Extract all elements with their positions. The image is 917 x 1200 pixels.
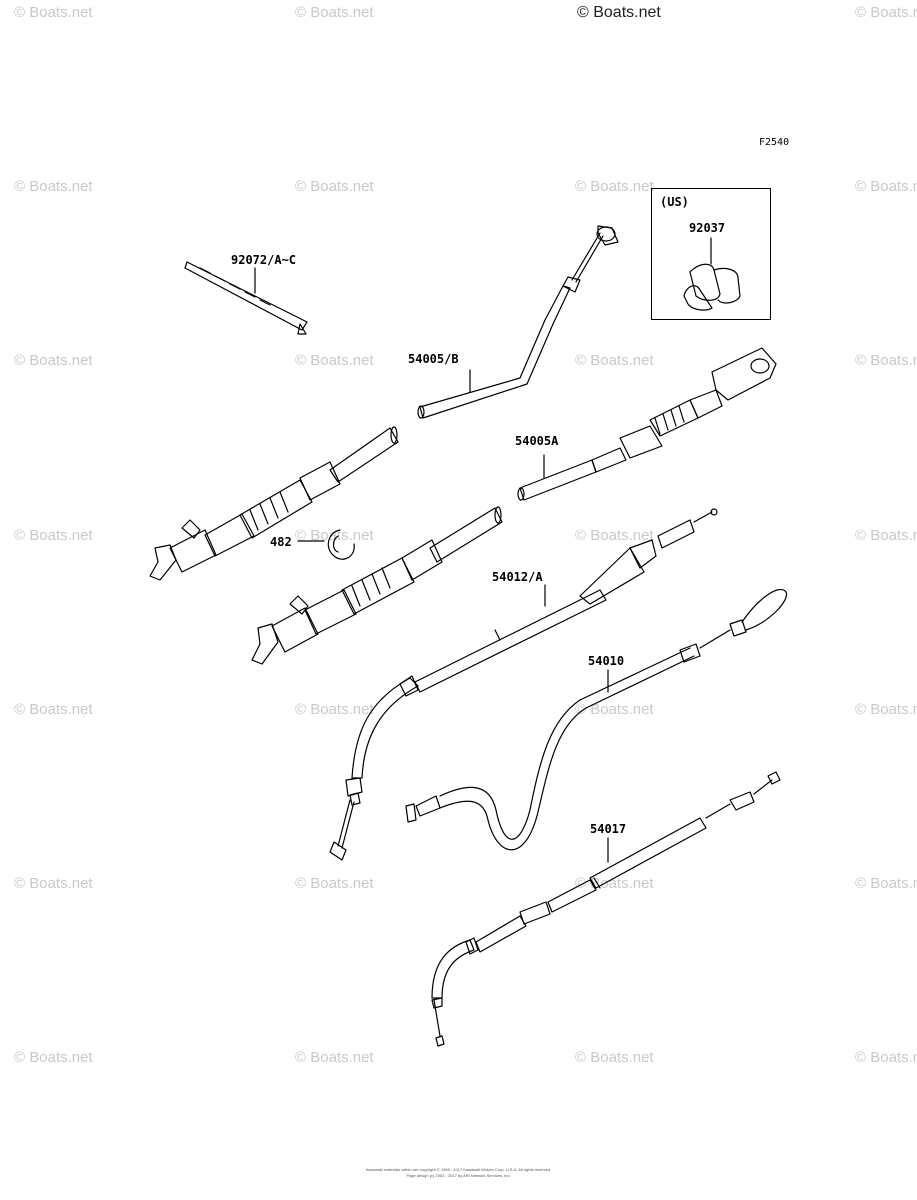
copyright-line-2: Page design (c) 2002 - 2017 by ARI Netwo… [406, 1173, 511, 1178]
watermark-tile: © Boats.net [575, 701, 654, 718]
cable-54017-drawing [431, 771, 781, 1047]
watermark-tile: © Boats.net [14, 4, 93, 21]
part-label-54005b: 54005/B [408, 352, 459, 366]
part-label-54017: 54017 [590, 822, 627, 836]
cable-54005b-drawing [417, 225, 619, 419]
watermark-tile: © Boats.net [14, 1049, 93, 1066]
part-label-54010: 54010 [588, 654, 625, 668]
watermark-tile: © Boats.net [855, 875, 917, 892]
copyright-notice: Kawasaki materials within are copyright … [0, 1167, 917, 1179]
clamp-92037-drawing [683, 237, 741, 311]
watermark-tile: © Boats.net [855, 1049, 917, 1066]
watermark-tile: © Boats.net [855, 527, 917, 544]
watermark-tile: © Boats.net [295, 1049, 374, 1066]
watermark-tile: © Boats.net [14, 875, 93, 892]
watermark-tile: © Boats.net [575, 527, 654, 544]
watermark-tile: © Boats.net [855, 178, 917, 195]
watermark-tile: © Boats.net [14, 701, 93, 718]
watermark-tile: © Boats.net [295, 4, 374, 21]
watermark-tile: © Boats.net [295, 352, 374, 369]
throttle-cable-drawing [329, 508, 718, 861]
watermark-tile: © Boats.net [575, 1049, 654, 1066]
clip-482-drawing [297, 529, 355, 560]
part-label-band-tie: 92072/A~C [231, 253, 297, 267]
us-box-label: (US) [660, 195, 689, 209]
watermark-tile: © Boats.net [295, 527, 374, 544]
watermark-tile: © Boats.net [575, 178, 654, 195]
watermark-tile: © Boats.net [14, 178, 93, 195]
cable-54005a-drawing [517, 347, 777, 501]
part-label-54005a: 54005A [515, 434, 559, 448]
part-label-throttle-cable: 54012/A [492, 570, 543, 584]
part-label-482: 482 [270, 535, 292, 549]
us-region-box: (US) [651, 188, 771, 320]
watermark-tile: © Boats.net [14, 527, 93, 544]
watermark-tile: © Boats.net [575, 352, 654, 369]
band-tie-drawing [184, 261, 308, 335]
watermark-tile: © Boats.net [295, 701, 374, 718]
watermark-tile: © Boats.net [14, 352, 93, 369]
cable-54010-drawing [405, 588, 788, 851]
copyright-line-1: Kawasaki materials within are copyright … [365, 1167, 552, 1172]
twist-grip-cable-upper-drawing [149, 426, 399, 581]
part-label-clamp-92037: 92037 [689, 221, 726, 235]
figure-code: F2540 [759, 137, 790, 148]
watermark-tile: © Boats.net [295, 875, 374, 892]
twist-grip-cable-lower-drawing [251, 506, 503, 665]
header-watermark: © Boats.net [577, 4, 661, 21]
watermark-tile: © Boats.net [855, 352, 917, 369]
watermark-tile: © Boats.net [855, 4, 917, 21]
watermark-tile: © Boats.net [295, 178, 374, 195]
watermark-tile: © Boats.net [855, 701, 917, 718]
